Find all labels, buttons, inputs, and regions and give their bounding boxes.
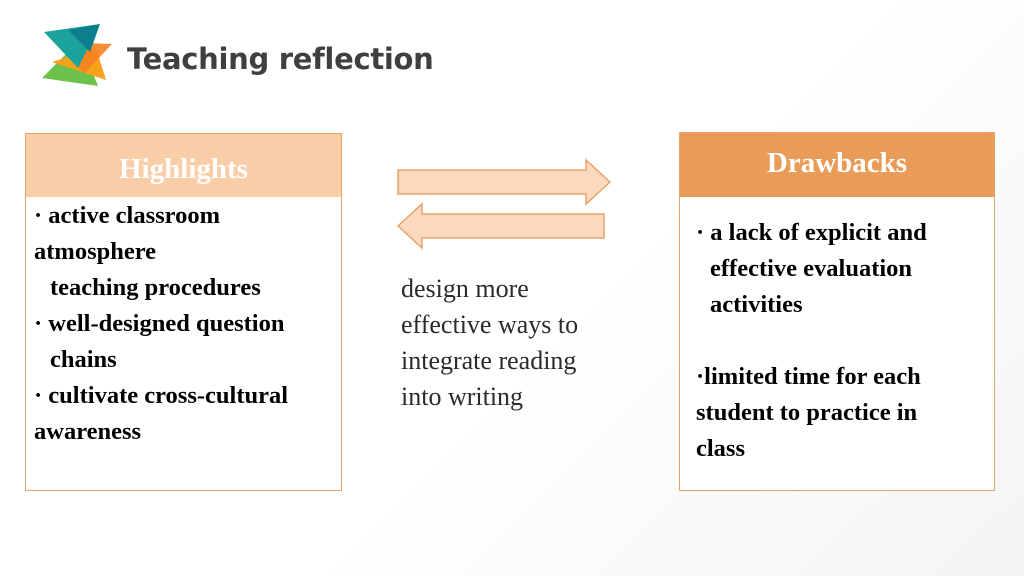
drawbacks-line: effective evaluation <box>710 255 913 282</box>
drawbacks-header: Drawbacks <box>680 133 994 197</box>
arrow-left-icon <box>396 202 605 250</box>
drawbacks-panel: Drawbacks · a lack of explicit and effec… <box>679 132 995 491</box>
slide-title: Teaching reflection <box>127 42 434 76</box>
highlights-line: atmosphere <box>34 238 157 265</box>
improvement-line: integrate reading <box>401 346 577 375</box>
drawbacks-line: class <box>696 435 745 462</box>
drawbacks-list: · a lack of explicit and effective evalu… <box>680 215 994 467</box>
highlights-panel: Highlights · active classroom atmosphere… <box>25 133 342 491</box>
improvement-line: effective ways to <box>401 310 579 339</box>
highlights-line: chains <box>50 346 117 373</box>
improvement-line: into writing <box>401 382 524 411</box>
improvement-note: design more effective ways to integrate … <box>401 271 578 415</box>
highlights-list: · active classroom atmosphere teaching p… <box>26 198 341 450</box>
drawbacks-line: · a lack of explicit and <box>696 219 927 246</box>
spacer <box>696 323 994 359</box>
drawbacks-line: student to practice in <box>696 399 918 426</box>
drawbacks-line: activities <box>710 291 803 318</box>
highlights-line: awareness <box>34 418 142 445</box>
highlights-header: Highlights <box>26 134 341 197</box>
drawbacks-line: ·limited time for each <box>696 363 921 390</box>
highlights-line: · cultivate cross-cultural <box>34 382 289 409</box>
arrow-right-icon <box>397 158 612 206</box>
highlights-line: · well-designed question <box>34 310 285 337</box>
improvement-line: design more <box>401 274 529 303</box>
double-arrow-graphic <box>396 158 612 250</box>
highlights-line: · active classroom <box>34 202 220 229</box>
logo-icon <box>42 24 112 86</box>
highlights-line: teaching procedures <box>50 274 261 301</box>
